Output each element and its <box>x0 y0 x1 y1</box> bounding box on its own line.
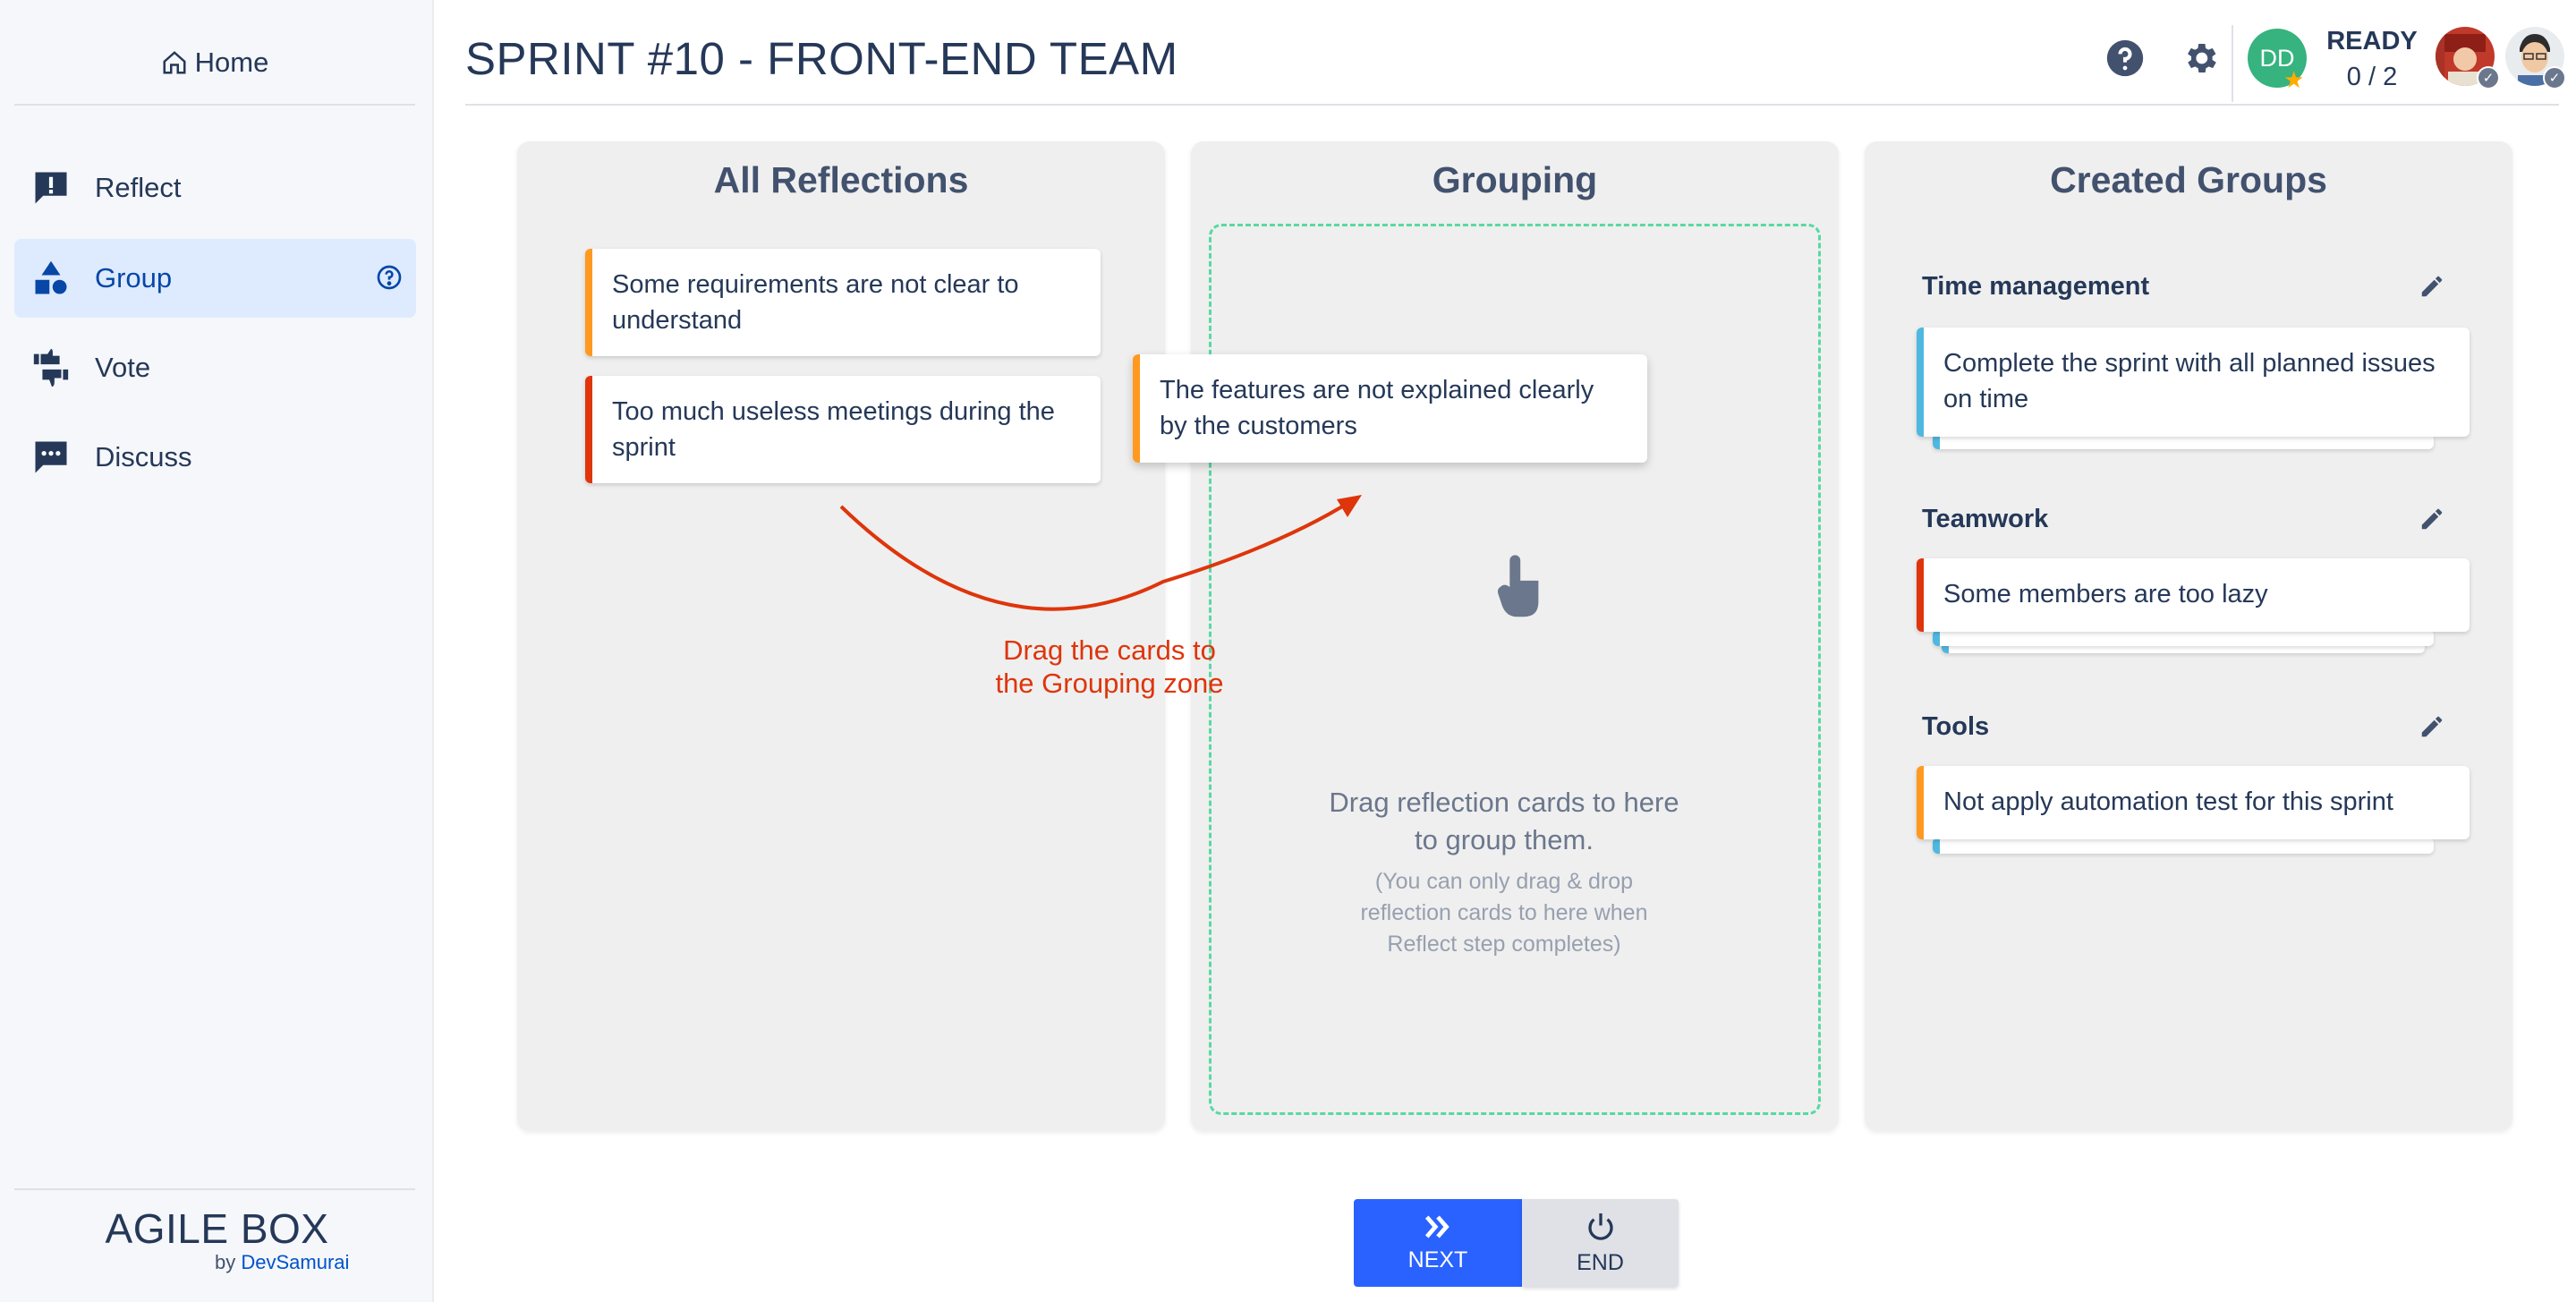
column-title: Grouping <box>1432 159 1598 200</box>
column-title: Created Groups <box>2050 159 2327 200</box>
card-color-bar <box>1917 766 1924 839</box>
sidebar-item-label: Group <box>95 262 173 294</box>
card-color-bar <box>585 376 592 483</box>
card-color-bar <box>1133 354 1140 463</box>
drag-instruction: Drag the cards to the Grouping zone <box>995 634 1224 699</box>
home-link[interactable]: Home <box>14 32 415 106</box>
group-name[interactable]: Tools <box>1922 712 1990 741</box>
group-name[interactable]: Time management <box>1922 272 2150 301</box>
sidebar-item-vote[interactable]: Vote <box>14 328 416 407</box>
sidebar-divider <box>14 1188 415 1190</box>
column-title: All Reflections <box>713 159 969 200</box>
sidebar-item-label: Vote <box>95 352 151 383</box>
stacked-card <box>1933 433 2434 449</box>
card-text: Not apply automation test for this sprin… <box>1943 787 2393 816</box>
grouping-column: Grouping Drag reflection cards to here t… <box>1191 141 1839 1131</box>
card-text: Some requirements are not clear to under… <box>612 270 1019 335</box>
pencil-icon[interactable] <box>2416 503 2448 535</box>
header-separator <box>2232 25 2233 102</box>
stacked-card <box>1933 630 2434 646</box>
sidebar-item-reflect[interactable]: Reflect <box>14 149 416 227</box>
sidebar-item-label: Discuss <box>95 441 192 472</box>
brand-by: by <box>215 1251 236 1273</box>
pencil-icon[interactable] <box>2416 270 2448 302</box>
brand-logo: AGILE BOX <box>105 1205 329 1252</box>
card-text: Some members are too lazy <box>1943 580 2268 608</box>
group-card[interactable]: Not apply automation test for this sprin… <box>1917 766 2470 839</box>
dropzone-hint: Drag reflection cards to here to group t… <box>1329 787 1679 855</box>
end-label: END <box>1577 1249 1624 1275</box>
grouping-dropzone[interactable] <box>1209 224 1821 1115</box>
card-color-bar <box>585 249 592 356</box>
pencil-icon[interactable] <box>2416 711 2448 743</box>
brand-byline: by DevSamurai <box>215 1251 349 1274</box>
next-label: NEXT <box>1407 1247 1468 1272</box>
sidebar: Home Reflect Group Vote Discuss AGILE BO… <box>0 0 434 1302</box>
stacked-card <box>1933 838 2434 854</box>
header-divider <box>465 104 2559 106</box>
page-title: SPRINT #10 - FRONT-END TEAM <box>465 33 1178 84</box>
sidebar-item-label: Reflect <box>95 172 182 203</box>
gear-icon[interactable] <box>2180 38 2221 79</box>
card-text: Complete the sprint with all planned iss… <box>1943 349 2436 413</box>
chat-icon <box>30 437 72 478</box>
reflection-card[interactable]: Some requirements are not clear to under… <box>585 249 1101 356</box>
power-icon <box>1587 1213 1613 1240</box>
all-reflections-column: All Reflections Some requirements are no… <box>517 141 1165 1131</box>
sidebar-item-discuss[interactable]: Discuss <box>14 418 416 497</box>
reflection-card[interactable]: Too much useless meetings during the spr… <box>585 376 1101 483</box>
exclamation-comment-icon <box>30 167 72 208</box>
group-card[interactable]: Complete the sprint with all planned iss… <box>1917 328 2470 437</box>
sidebar-item-group[interactable]: Group <box>14 239 416 318</box>
double-chevron-right-icon <box>1424 1215 1450 1238</box>
group-card[interactable]: Some members are too lazy <box>1917 558 2470 632</box>
ready-count: 0 / 2 <box>2346 63 2398 91</box>
help-icon[interactable] <box>2104 38 2146 79</box>
star-icon: ★ <box>2283 66 2305 93</box>
brand-company: DevSamurai <box>241 1251 350 1273</box>
dropzone-subhint: (You can only drag & drop reflection car… <box>1360 869 1648 957</box>
check-icon: ✓ <box>2543 66 2566 89</box>
ready-label: READY <box>2326 27 2418 55</box>
thumbs-icon <box>30 347 72 388</box>
card-text: Too much useless meetings during the spr… <box>612 397 1055 462</box>
home-icon <box>163 51 186 74</box>
card-text: The features are not explained clearly b… <box>1160 376 1594 440</box>
check-icon: ✓ <box>2477 66 2500 89</box>
home-label: Home <box>194 47 269 78</box>
card-color-bar <box>1917 328 1924 437</box>
help-circle-icon[interactable] <box>375 263 404 299</box>
card-color-bar <box>1917 558 1924 632</box>
created-groups-column: Created Groups Time management Complete … <box>1865 141 2512 1131</box>
group-name[interactable]: Teamwork <box>1922 505 2049 533</box>
tap-hand-icon <box>1493 553 1545 625</box>
avatar[interactable]: DD <box>2248 29 2307 88</box>
end-button[interactable]: END <box>1522 1199 1679 1287</box>
shapes-icon <box>30 258 72 299</box>
dragged-reflection-card[interactable]: The features are not explained clearly b… <box>1133 354 1647 463</box>
next-button[interactable]: NEXT <box>1354 1199 1522 1287</box>
